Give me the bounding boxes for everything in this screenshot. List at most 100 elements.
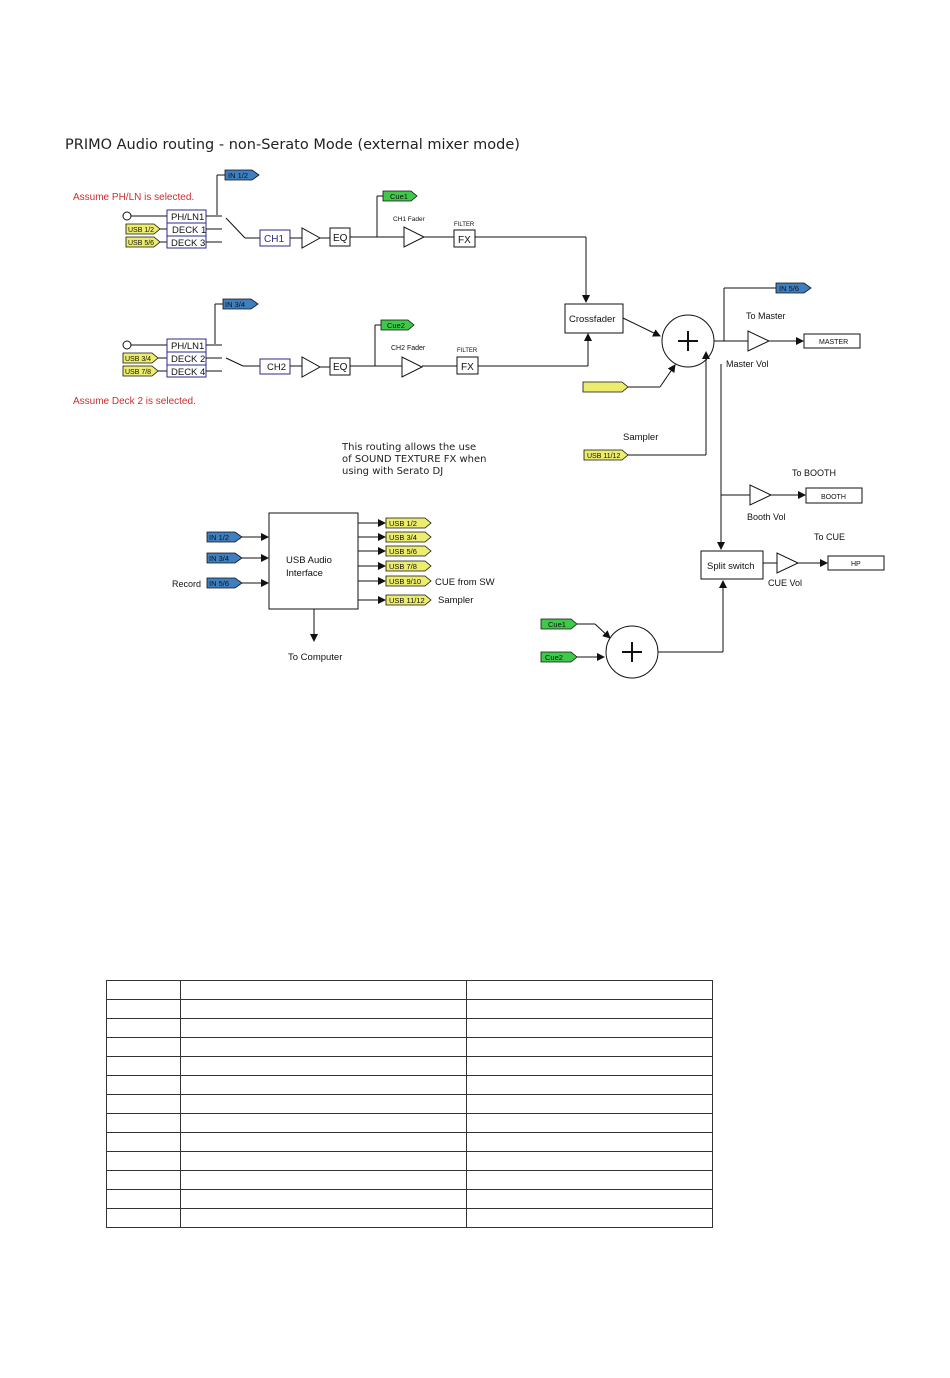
ch1-fader-label: CH1 Fader xyxy=(393,216,426,223)
table-row xyxy=(106,1189,713,1209)
svg-text:IN 5/6: IN 5/6 xyxy=(209,579,229,588)
ch1-eq-label: EQ xyxy=(333,233,348,244)
table-cell xyxy=(180,1170,467,1190)
ch2-filter-label: FILTER xyxy=(457,348,478,354)
table-cell xyxy=(106,1094,181,1114)
table-cell xyxy=(180,980,467,1000)
ch2-eq-label: EQ xyxy=(333,362,348,373)
table-row xyxy=(106,1018,713,1038)
svg-text:USB 5/6: USB 5/6 xyxy=(389,547,417,556)
tag-cue2-ch2: Cue2 xyxy=(380,319,415,331)
svg-text:USB 1/2: USB 1/2 xyxy=(128,227,154,234)
ch1-fx-label: FX xyxy=(458,235,471,246)
svg-text:USB 11/12: USB 11/12 xyxy=(389,596,425,605)
svg-text:USB 7/8: USB 7/8 xyxy=(389,562,417,571)
table-cell xyxy=(180,999,467,1019)
tag-cue2-sum: Cue2 xyxy=(540,651,578,663)
table-cell xyxy=(106,1132,181,1152)
ch2-section xyxy=(122,303,592,378)
table-row xyxy=(106,1170,713,1190)
record-label: Record xyxy=(172,579,201,589)
ch2-deck-a-label: DECK 2 xyxy=(171,354,205,365)
table-row xyxy=(106,980,713,1000)
table-cell xyxy=(106,1208,181,1228)
tag-in34-usb: IN 3/4 xyxy=(206,552,243,564)
table-cell xyxy=(466,1018,713,1038)
crossfader-label: Crossfader xyxy=(569,314,615,325)
booth-output-label: BOOTH xyxy=(821,494,846,501)
tag-cue1-ch1: Cue1 xyxy=(382,190,418,202)
table-cell xyxy=(466,1075,713,1095)
table-cell xyxy=(466,1037,713,1057)
split-switch-label: Split switch xyxy=(707,561,755,572)
master-vol-label: Master Vol xyxy=(726,359,769,369)
note-assume-ph: Assume PH/LN is selected. xyxy=(73,192,194,203)
table-cell xyxy=(180,1094,467,1114)
tag-label: IN 1/2 xyxy=(228,171,248,180)
ch2-deck-b-label: DECK 4 xyxy=(171,367,205,378)
table-cell xyxy=(180,1189,467,1209)
table-row xyxy=(106,999,713,1019)
table-cell xyxy=(106,1151,181,1171)
ch1-channel-label: CH1 xyxy=(264,234,284,245)
ch1-deck-a-label: DECK 1 xyxy=(172,225,206,236)
hp-output-label: HP xyxy=(851,561,861,568)
to-booth-label: To BOOTH xyxy=(792,468,836,478)
to-cue-label: To CUE xyxy=(814,532,845,542)
tag-usb78-out: USB 7/8 xyxy=(385,560,432,572)
table-cell xyxy=(180,1018,467,1038)
ch2-fader-label: CH2 Fader xyxy=(391,345,426,352)
table-row xyxy=(106,1037,713,1057)
table-cell xyxy=(106,1170,181,1190)
table-cell xyxy=(180,1113,467,1133)
table-cell xyxy=(180,1056,467,1076)
table-cell xyxy=(180,1208,467,1228)
svg-text:IN 3/4: IN 3/4 xyxy=(225,300,245,309)
ch1-filter-label: FILTER xyxy=(454,222,475,228)
ch2-channel-label: CH2 xyxy=(267,362,286,373)
table-row xyxy=(106,1151,713,1171)
table-cell xyxy=(106,1037,181,1057)
tag-usb1112-out: USB 11/12 xyxy=(385,594,432,606)
tag-usb910-out: USB 9/10 xyxy=(385,575,432,587)
table-cell xyxy=(106,1075,181,1095)
table-row xyxy=(106,1113,713,1133)
tag-in56-usb: IN 5/6 xyxy=(206,577,243,589)
svg-text:Cue1: Cue1 xyxy=(390,192,408,201)
table-row xyxy=(106,1075,713,1095)
table-cell xyxy=(180,1151,467,1171)
note-assume-deck2: Assume Deck 2 is selected. xyxy=(73,396,196,407)
table-cell xyxy=(180,1132,467,1152)
table-cell xyxy=(466,1113,713,1133)
tag-in56-master: IN 5/6 xyxy=(775,282,812,294)
tag-cue1-sum: Cue1 xyxy=(540,618,578,630)
tag-in12-usb: IN 1/2 xyxy=(206,531,243,543)
tag-usb12-ch1: USB 1/2 xyxy=(125,223,161,235)
svg-text:IN 1/2: IN 1/2 xyxy=(209,533,229,542)
tag-sampler-input xyxy=(582,381,629,393)
svg-text:Cue1: Cue1 xyxy=(548,620,566,629)
table-cell xyxy=(106,980,181,1000)
table-row xyxy=(106,1056,713,1076)
svg-text:IN 3/4: IN 3/4 xyxy=(209,554,229,563)
table-cell xyxy=(106,1189,181,1209)
table-cell xyxy=(466,1132,713,1152)
table-cell xyxy=(106,999,181,1019)
sampler-label: Sampler xyxy=(623,432,658,443)
table-cell xyxy=(180,1037,467,1057)
svg-text:USB 3/4: USB 3/4 xyxy=(125,356,151,363)
tag-usb1112-sampler: USB 11/12 xyxy=(583,449,629,461)
cue-from-sw-label: CUE from SW xyxy=(435,577,495,588)
svg-text:USB 7/8: USB 7/8 xyxy=(125,369,151,376)
svg-text:USB 3/4: USB 3/4 xyxy=(389,533,417,542)
svg-text:Cue2: Cue2 xyxy=(387,321,405,330)
usb-interface-label-2: Interface xyxy=(286,568,323,579)
tag-usb34-ch2: USB 3/4 xyxy=(122,352,159,364)
summing-node-main xyxy=(678,331,698,351)
page-title: PRIMO Audio routing - non-Serato Mode (e… xyxy=(65,137,520,153)
svg-text:Cue2: Cue2 xyxy=(545,653,563,662)
tag-in34: IN 3/4 xyxy=(222,298,259,310)
to-computer-label: To Computer xyxy=(288,652,342,663)
table-cell xyxy=(466,999,713,1019)
